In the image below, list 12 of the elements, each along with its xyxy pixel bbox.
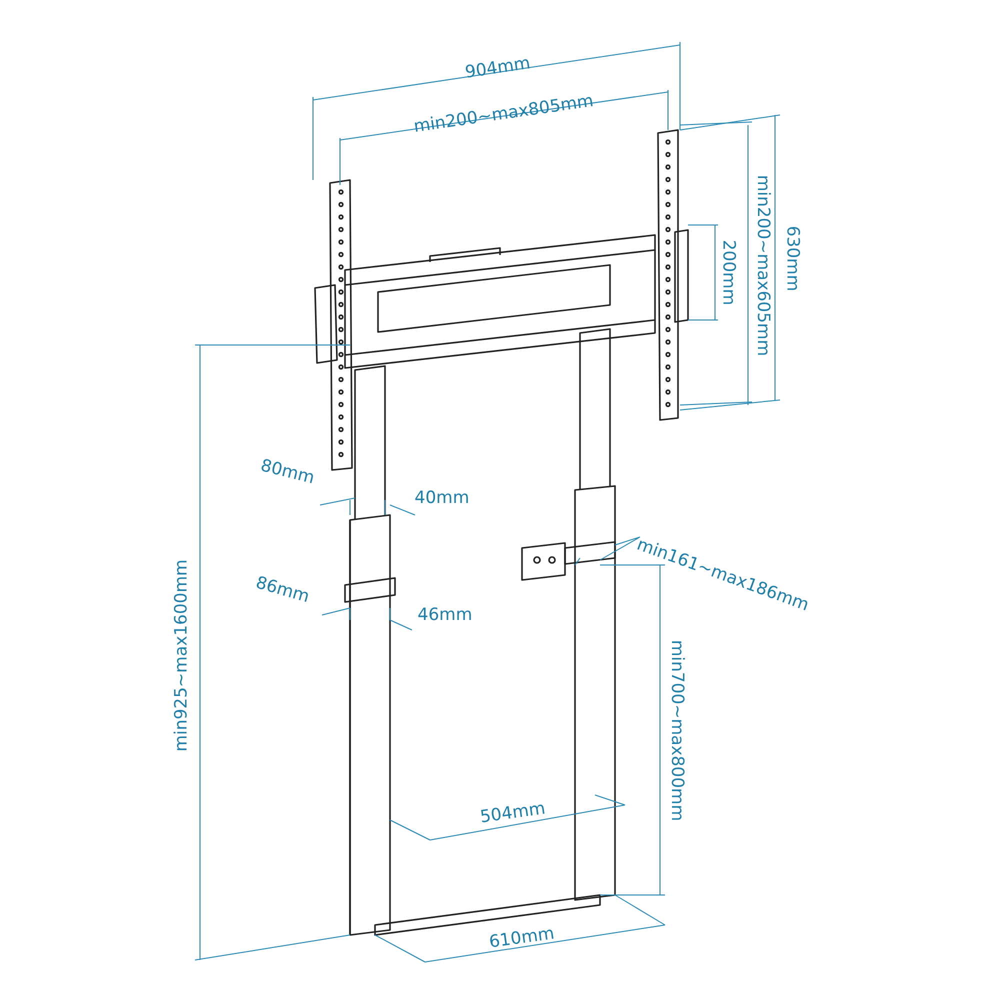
dimension-label: 40mm — [414, 490, 470, 506]
dimension-label: 630mm — [783, 225, 800, 291]
dimension-label: min925~max1600mm — [174, 558, 191, 752]
dimension-label: 80mm — [258, 457, 316, 487]
dimension-label: 46mm — [418, 606, 472, 624]
dimension-label: min200~max605mm — [754, 174, 771, 356]
dimension-label: min700~max800mm — [668, 639, 685, 821]
dimension-label: 86mm — [253, 574, 311, 606]
dimension-label: 504mm — [479, 800, 546, 826]
dimension-label: 610mm — [488, 925, 556, 951]
dimension-label: 200mm — [719, 239, 736, 305]
dimension-label: 904mm — [464, 54, 532, 82]
